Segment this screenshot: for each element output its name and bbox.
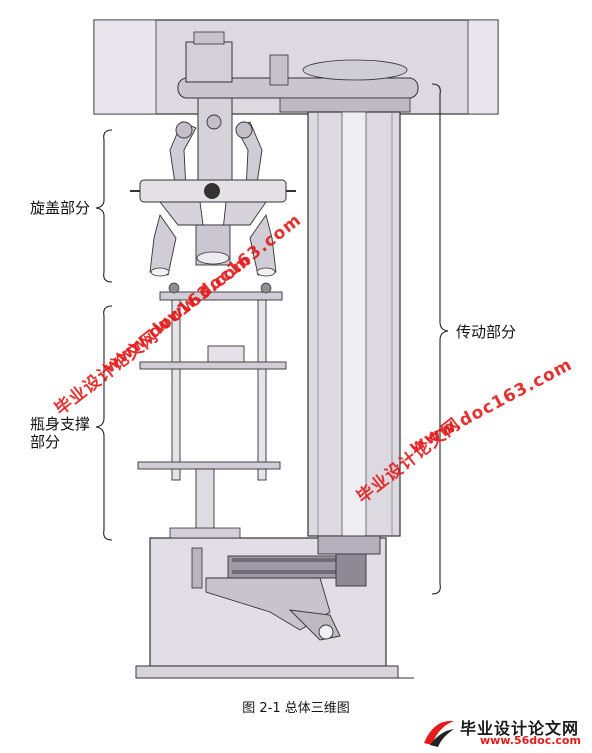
transmission-column: [307, 111, 401, 537]
brace-transmission: [431, 83, 449, 595]
figure-caption: 图 2-1 总体三维图: [242, 701, 350, 716]
capping-head: [130, 97, 296, 277]
brace-bottle-support: [95, 305, 113, 541]
transmission-section-label: 传动部分: [456, 323, 517, 341]
belt-drive: [177, 31, 419, 113]
logo-swoosh-icon: [424, 720, 454, 747]
bottle-support-label-line1: 瓶身支撑: [30, 415, 91, 433]
bottle-support-label-line2: 部分: [30, 433, 61, 451]
logo-url: www.56doc.com: [480, 734, 581, 747]
capping-section-label: 旋盖部分: [30, 199, 91, 217]
brace-capping: [95, 129, 113, 283]
logo-title: 毕业设计论文网: [460, 719, 580, 738]
gear-train: [191, 535, 381, 641]
top-housing: [93, 19, 499, 115]
site-logo: 毕业设计论文网 www.56doc.com: [420, 715, 590, 749]
